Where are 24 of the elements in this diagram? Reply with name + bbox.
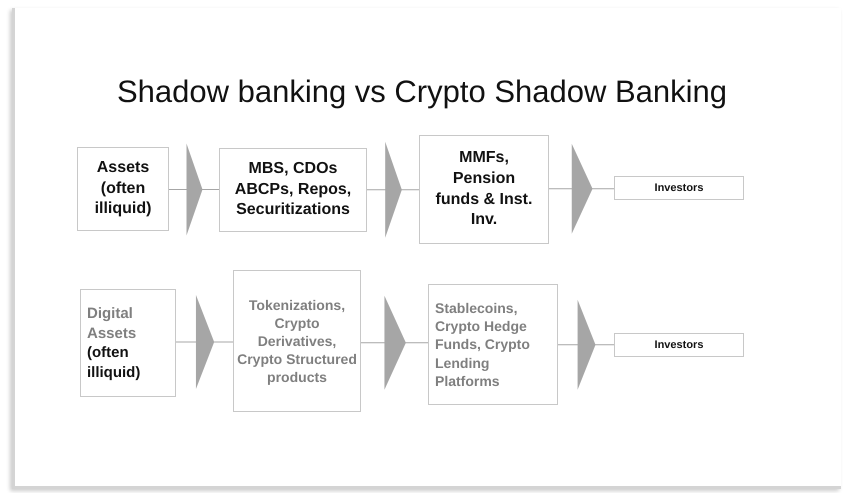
box-text: Tokenizations, Crypto Derivatives, Crypto Structured products xyxy=(237,296,357,386)
box-text: (often illiquid) xyxy=(87,343,142,382)
process-box xyxy=(80,289,176,397)
process-box xyxy=(233,270,361,412)
process-box xyxy=(428,284,558,405)
box-text: MBS, CDOs ABCPs, Repos, Securitizations xyxy=(234,158,352,220)
chevron-arrow xyxy=(558,300,614,390)
box-text: Investors xyxy=(654,180,704,196)
chevron-arrow xyxy=(360,296,428,390)
box-text: MMFs, Pension funds & Inst. Inv. xyxy=(434,148,534,230)
chevron-arrow xyxy=(168,144,220,236)
chevron-arrow xyxy=(176,295,234,389)
chevron-arrow xyxy=(366,142,420,238)
chevron-arrow xyxy=(548,144,614,234)
process-box xyxy=(77,147,169,231)
process-box xyxy=(219,148,367,232)
process-box xyxy=(614,333,744,357)
box-text: Digital Assets xyxy=(87,304,138,343)
slide-title: Shadow banking vs Crypto Shadow Banking xyxy=(116,74,728,110)
process-box xyxy=(419,135,549,244)
box-text: Investors xyxy=(654,338,704,352)
box-text: Stablecoins, Crypto Hedge Funds, Crypto Lending Platforms xyxy=(435,299,531,390)
box-text: Assets (often illiquid) xyxy=(94,158,152,220)
process-box xyxy=(614,176,744,200)
